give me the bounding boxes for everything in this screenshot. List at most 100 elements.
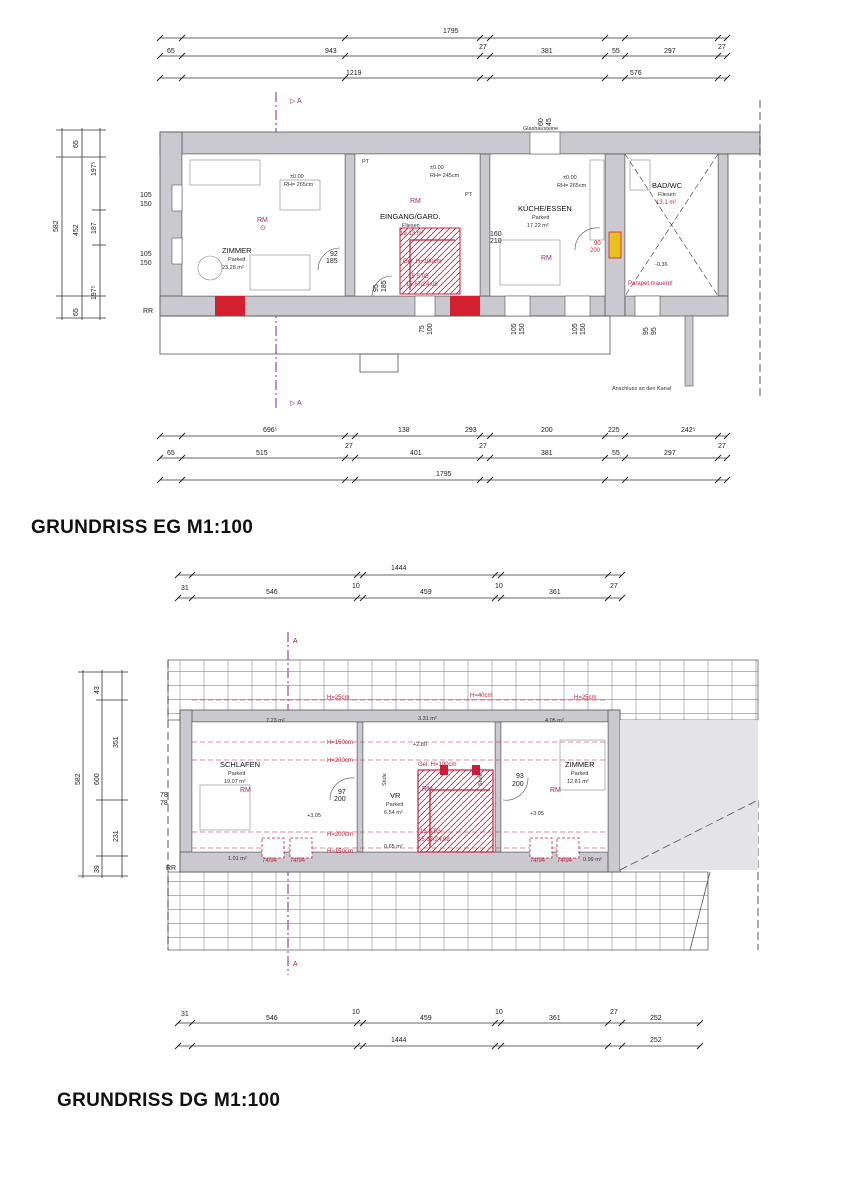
dg-room-vr-area: 6.54 m² (384, 810, 403, 816)
eg-terrace (159, 315, 611, 355)
dimension-tick (174, 571, 182, 579)
eg-window-dim: 95 (651, 327, 658, 335)
dimension-tick (714, 34, 722, 42)
eg-bottom-dimensions (156, 432, 731, 484)
eg-door-swing (574, 227, 601, 251)
eg-door-swing (317, 247, 341, 271)
dg-left-dimensions (78, 670, 128, 878)
eg-stair-steps: 15 STG (408, 274, 429, 280)
dimension-tick (714, 74, 722, 82)
dimension-tick (491, 594, 499, 602)
dg-dim-left: 600 (94, 773, 101, 785)
dg-room-zimmer-area: 12.81 m² (567, 779, 589, 785)
dimension-tick (188, 1042, 196, 1050)
eg-dim-top: 27 (718, 44, 726, 51)
dimension-tick (178, 454, 186, 462)
eg-dim-bottom: 27 (479, 443, 487, 450)
eg-dim-bottom: 401 (410, 450, 422, 457)
eg-door-dim: 95 (373, 284, 380, 292)
dg-area-label: 3.31 m² (418, 716, 437, 722)
eg-dim-top: 576 (630, 70, 642, 77)
eg-rm-marker: RM (257, 217, 268, 224)
dimension-tick (486, 476, 494, 484)
eg-dim-left: 65 (73, 308, 80, 316)
dg-rm-marker: RM (422, 786, 433, 793)
eg-dim-top: 943 (325, 48, 337, 55)
dg-dim-top: 10 (352, 583, 360, 590)
dg-dim-left: 43 (94, 686, 101, 694)
dimension-tick (714, 432, 722, 440)
eg-dim-top: 1219 (346, 70, 362, 77)
dg-room-floors (191, 721, 609, 853)
dg-dim-bottom: 10 (495, 1009, 503, 1016)
dimension-tick (351, 432, 359, 440)
dimension-tick (341, 34, 349, 42)
dimension-tick (476, 74, 484, 82)
eg-pt-label: PT (362, 159, 370, 165)
eg-dim-left: 197⁵ (91, 161, 98, 176)
dimension-tick (601, 34, 609, 42)
eg-dim-top: 55 (612, 48, 620, 55)
dg-dim-top: 459 (420, 589, 432, 596)
dg-roof-edge (689, 871, 711, 951)
eg-dim-top: 381 (541, 48, 553, 55)
dimension-tick (618, 1042, 626, 1050)
eg-entrance-step (359, 353, 399, 373)
section-mark-a-bottom: A (293, 961, 298, 968)
dg-skylight-dim: 74/94 (557, 858, 573, 864)
dimension-tick (156, 74, 164, 82)
dimension-tick (723, 74, 731, 82)
eg-dim-total-bottom: 1795 (436, 471, 452, 478)
eg-room-bad-floor: Fliesen (658, 192, 676, 198)
eg-room-zimmer-rh: RH= 265cm (284, 182, 314, 188)
dg-skylights (261, 837, 580, 859)
dimension-tick (359, 571, 367, 579)
dimension-tick (178, 432, 186, 440)
dimension-tick (341, 454, 349, 462)
eg-pt-label: PT (465, 192, 473, 198)
eg-dim-bottom: 138 (398, 427, 410, 434)
eg-dim-top: 297 (664, 48, 676, 55)
dimension-tick (604, 571, 612, 579)
eg-dim-bottom: 696⁵ (263, 427, 278, 434)
dimension-tick (353, 594, 361, 602)
dg-room-vr-floor: Parkett (386, 802, 404, 808)
dg-rr-label: RR (166, 865, 176, 872)
dg-room-schlafen-area: 19.07 m² (224, 779, 246, 785)
dimension-tick (601, 74, 609, 82)
dg-walls (179, 709, 621, 873)
eg-window-dim: 105 (140, 192, 152, 199)
dg-dim-bottom: 361 (549, 1015, 561, 1022)
dimension-tick (723, 476, 731, 484)
dg-dim-left: 351 (113, 736, 120, 748)
dimension-tick (178, 52, 186, 60)
dg-door-dim: 200 (512, 781, 524, 788)
dg-window-dim: 78 (160, 800, 168, 807)
dg-dim-left: 582 (75, 773, 82, 785)
dimension-tick (486, 454, 494, 462)
dg-height-label: H=25cm (327, 695, 350, 701)
eg-glasbau-label: Glasbausteine (523, 126, 558, 132)
dimension-tick (359, 1019, 367, 1027)
eg-room-zimmer-name: ZIMMER (222, 246, 252, 255)
dimension-tick (491, 1042, 499, 1050)
dimension-tick (723, 432, 731, 440)
eg-door-dim: 210 (490, 238, 502, 245)
eg-dim-bottom: 515 (256, 450, 268, 457)
eg-room-kueche-name: KÜCHE/ESSEN (518, 204, 572, 213)
eg-dim-bottom: 293 (465, 427, 477, 434)
eg-plan-title: GRUNDRISS EG M1:100 (31, 517, 254, 538)
dimension-tick (174, 1019, 182, 1027)
eg-dim-bottom: 27 (718, 443, 726, 450)
dg-area-label: 1.01 m² (228, 856, 247, 862)
dg-stair-dim: 15.67/24.08 (418, 837, 450, 843)
dg-room-schlafen-name: SCHLAFEN (220, 760, 260, 769)
dg-dim-total-bottom: 1444 (391, 1037, 407, 1044)
dimension-tick (156, 476, 164, 484)
dimension-tick (714, 52, 722, 60)
dimension-tick (156, 52, 164, 60)
dimension-tick (621, 432, 629, 440)
dg-dim-bottom: 546 (266, 1015, 278, 1022)
dimension-tick (621, 52, 629, 60)
eg-room-zimmer-floor: Parkett (228, 257, 246, 263)
